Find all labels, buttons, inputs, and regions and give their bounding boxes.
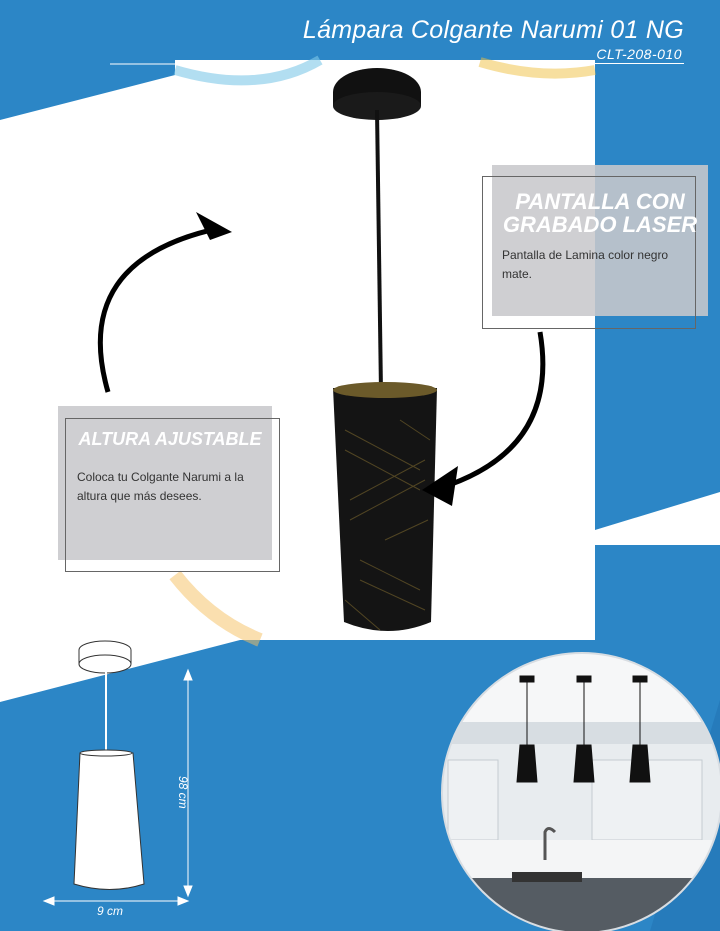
feature-title-right: PANTALLA CON GRABADO LASER (492, 190, 708, 236)
feature-text-left: Coloca tu Colgante Narumi a la altura qu… (77, 470, 244, 504)
arrow-down-icon (439, 331, 546, 491)
feature-panel-right (492, 165, 708, 316)
width-dimension: 9 cm (97, 904, 124, 918)
feature-title-left: ALTURA AJUSTABLE (78, 429, 262, 449)
lamp-product-image (333, 68, 437, 631)
feature-frame-left (65, 418, 280, 572)
feature-panel-left (58, 406, 272, 560)
feature-title-line1: PANTALLA CON (515, 189, 685, 214)
product-code: CLT-208-010 (588, 46, 684, 64)
arrow-up-icon (97, 225, 221, 393)
lamp-dimension-drawing (73, 640, 145, 890)
feature-text-right: Pantalla de Lamina color negro mate. (502, 248, 669, 282)
height-dimension: 98 cm (176, 776, 190, 809)
feature-title-line2: GRABADO LASER (502, 212, 698, 238)
page-title: Lámpara Colgante Narumi 01 NG (302, 16, 684, 44)
wave-decoration (173, 55, 323, 86)
feature-frame-right (482, 176, 696, 329)
